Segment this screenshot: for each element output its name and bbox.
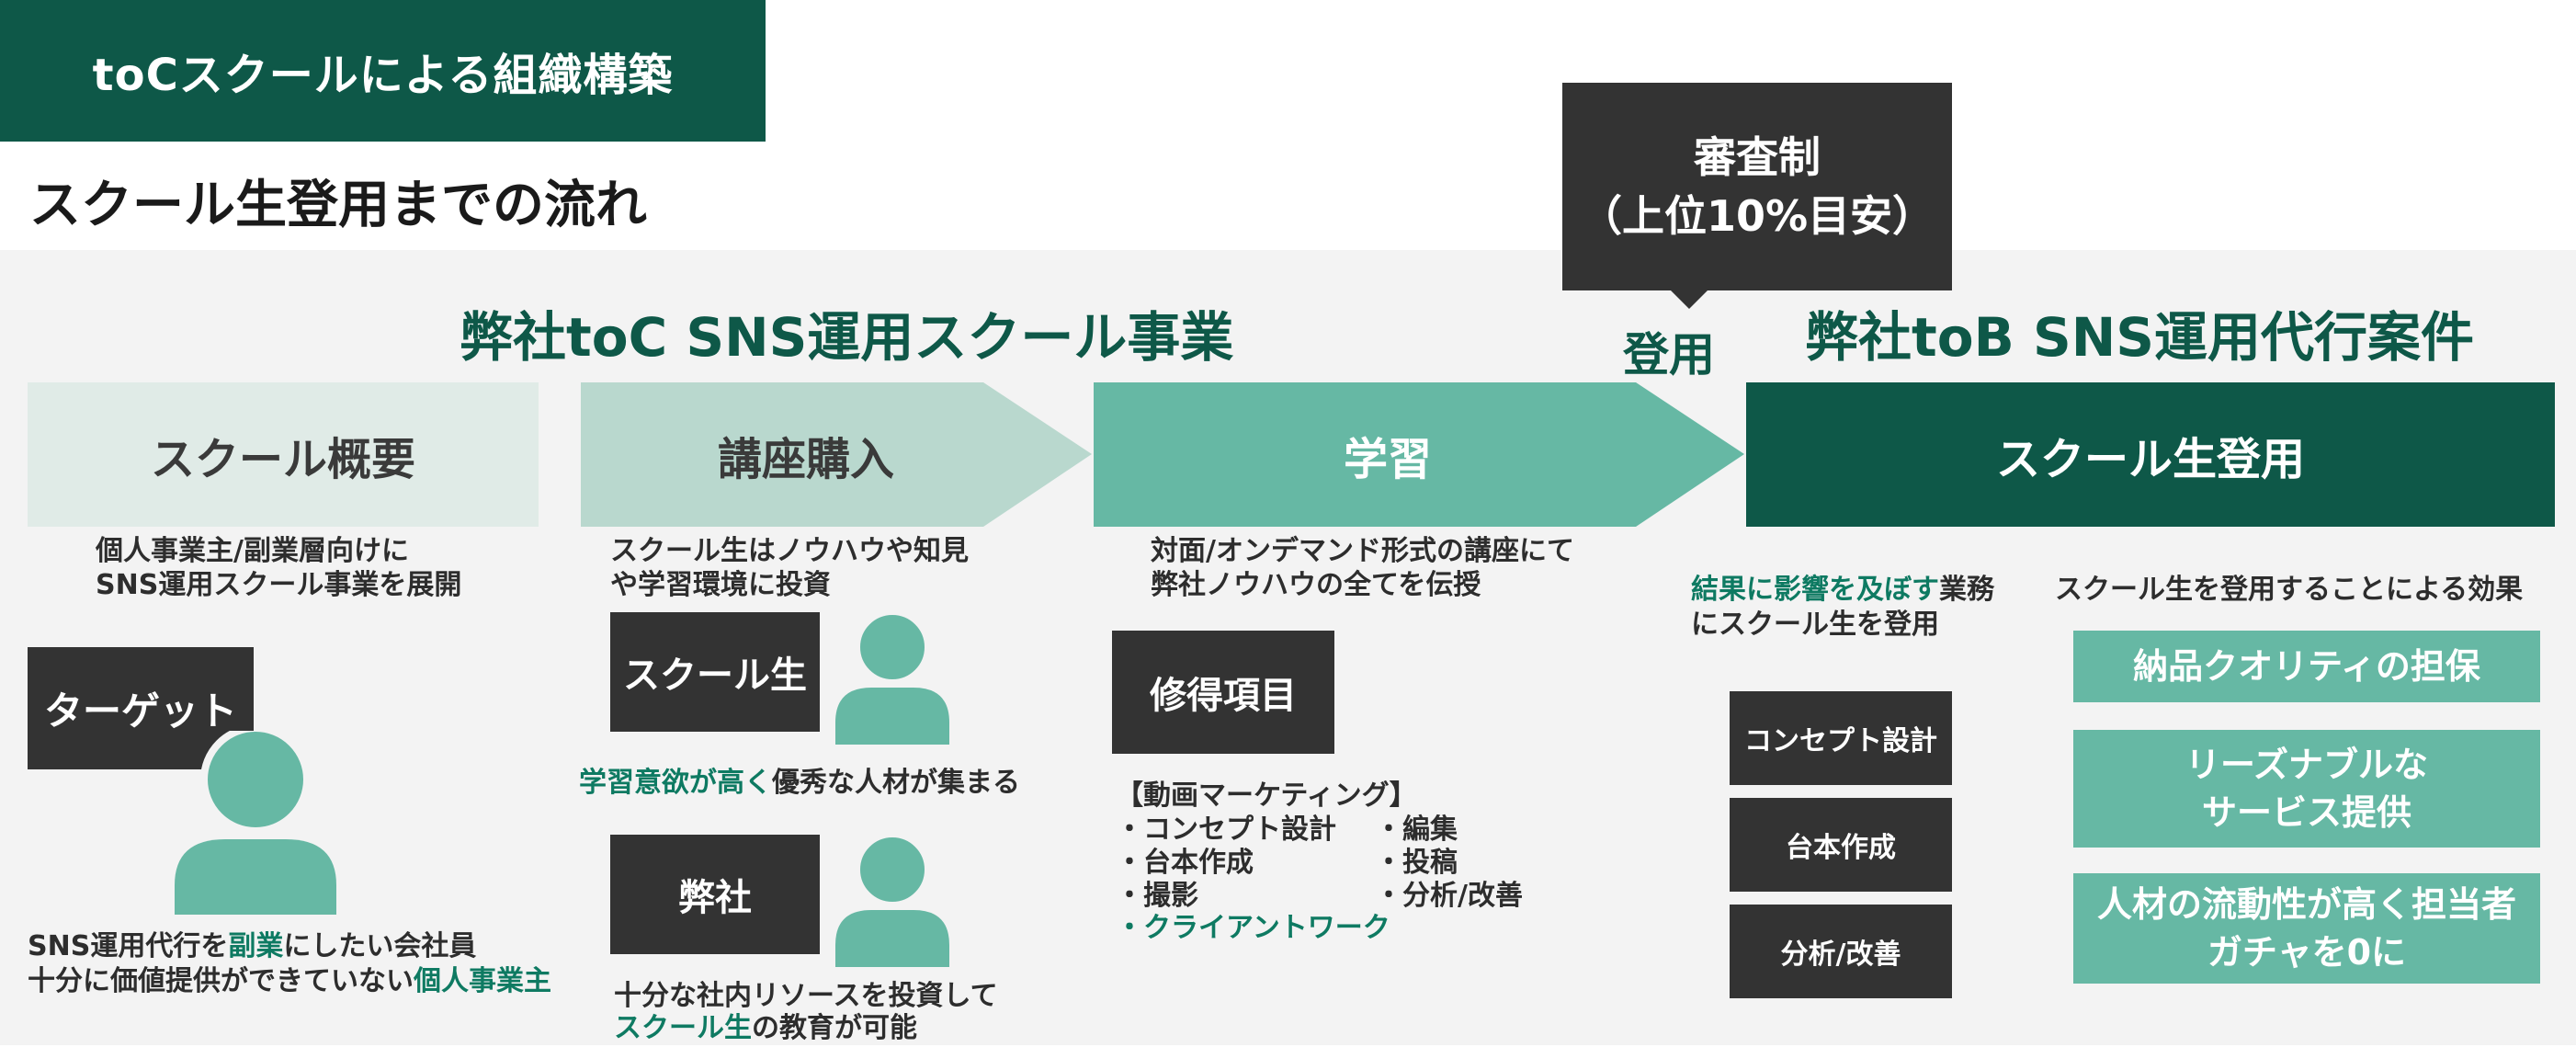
- effect-box-pricing: リーズナブルなサービス提供: [2073, 730, 2540, 848]
- stage-shape-hire: [1746, 382, 2555, 527]
- toc-section-title: 弊社toC SNS運用スクール事業: [460, 306, 1234, 369]
- learning-desc-1: 対面/オンデマンド形式の講座にて: [1151, 535, 1574, 567]
- callout-line1: 審査制: [1694, 132, 1821, 182]
- effect-box-turnover: 人材の流動性が高く担当者ガチャを0に: [2073, 873, 2540, 984]
- student-person-icon: [835, 614, 949, 745]
- stage-hire-label: スクール生登用: [1995, 433, 2305, 485]
- skill-item: ・コンセプト設計: [1116, 814, 1336, 846]
- skill-item: ・投稿: [1375, 847, 1458, 879]
- skill-item: ・分析/改善: [1375, 880, 1523, 912]
- company-desc-1: 十分な社内リソースを投資して: [614, 980, 998, 1012]
- target-line-2: 十分に価値提供ができていない個人事業主: [28, 965, 551, 997]
- hire-desc-1: 結果に影響を及ぼす業務: [1691, 574, 1994, 606]
- callout-tail: [1669, 289, 1709, 309]
- skill-item: ・撮影: [1116, 880, 1198, 912]
- stage-overview-label: スクール概要: [150, 433, 415, 485]
- hire-skill-box: 分析/改善: [1730, 905, 1952, 998]
- learning-desc-2: 弊社ノウハウの全てを伝授: [1151, 569, 1481, 601]
- screening-callout: 審査制 （上位10%目安）: [1562, 83, 1952, 290]
- promotion-label: 登用: [1623, 328, 1715, 381]
- skill-item: ・編集: [1375, 814, 1458, 846]
- stage-shape-purchase: [581, 382, 1092, 527]
- hire-skill-box: コンセプト設計: [1730, 691, 1952, 785]
- tob-section-title: 弊社toB SNS運用代行案件: [1805, 306, 2475, 369]
- skill-item: ・台本作成: [1116, 847, 1254, 879]
- hire-desc-2: にスクール生を登用: [1691, 609, 1939, 641]
- company-label: 弊社: [610, 835, 820, 954]
- skills-label: 修得項目: [1112, 631, 1334, 754]
- hire-skill-box: 台本作成: [1730, 798, 1952, 892]
- header-tag: toCスクールによる組織構築: [0, 0, 766, 142]
- effects-title: スクール生を登用することによる効果: [2055, 574, 2524, 606]
- target-line-1: SNS運用代行を副業にしたい会社員: [28, 930, 477, 962]
- callout-line2: （上位10%目安）: [1579, 191, 1935, 241]
- student-label: スクール生: [610, 612, 820, 732]
- stage-learning-label: 学習: [1343, 433, 1432, 485]
- stage-shape-learning: [1094, 382, 1744, 527]
- page-subtitle: スクール生登用までの流れ: [29, 176, 647, 235]
- student-desc: 学習意欲が高く優秀な人材が集まる: [579, 767, 1020, 799]
- skill-item-client-work: ・クライアントワーク: [1116, 912, 1390, 944]
- target-person-icon: [175, 731, 336, 915]
- effect-box-quality: 納品クオリティの担保: [2073, 631, 2540, 702]
- skills-category: 【動画マーケティング】: [1116, 780, 1417, 812]
- stage-shape-overview: [28, 382, 539, 527]
- overview-desc-2: SNS運用スクール事業を展開: [96, 569, 462, 601]
- company-desc-2: スクール生の教育が可能: [614, 1012, 917, 1044]
- overview-desc-1: 個人事業主/副業層向けに: [96, 535, 409, 567]
- company-person-icon: [835, 836, 949, 967]
- purchase-desc-1: スクール生はノウハウや知見: [610, 535, 969, 567]
- stage-purchase-label: 講座購入: [717, 433, 894, 485]
- purchase-desc-2: や学習環境に投資: [610, 569, 831, 601]
